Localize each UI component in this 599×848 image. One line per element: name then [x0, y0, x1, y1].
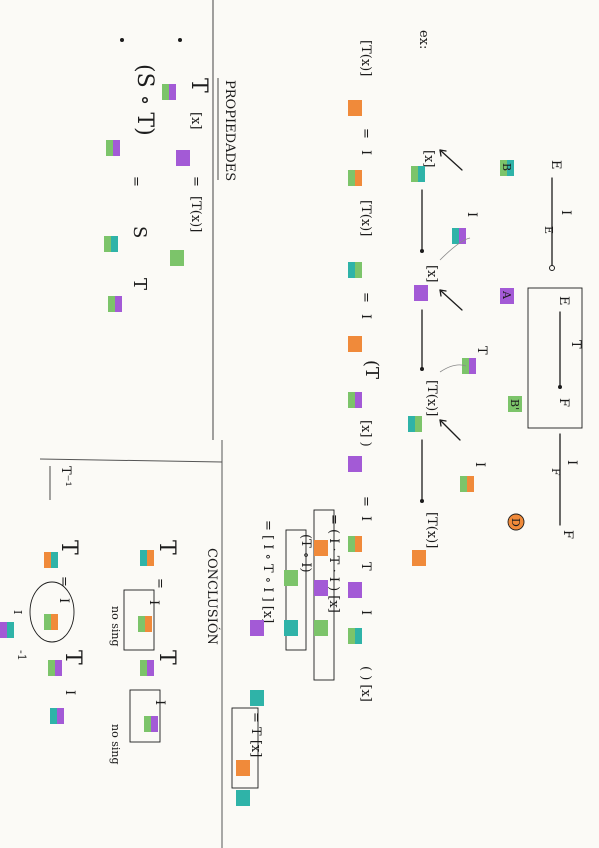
svg-text:I: I [146, 600, 161, 605]
svg-text:[x]: [x] [421, 150, 436, 167]
svg-text:=: = [358, 292, 373, 303]
tinv-title: T⁻¹ [58, 466, 73, 487]
svg-text:I: I [152, 700, 167, 705]
no-sing-note-2: no sing [109, 724, 122, 765]
svg-text:F: F [549, 468, 562, 476]
svg-text:( ) [x]: ( ) [x] [358, 666, 373, 702]
svg-text:[T(x)]: [T(x)] [424, 512, 439, 548]
svg-text:I: I [11, 610, 24, 614]
diagram-E: E [548, 160, 563, 170]
badge-green [508, 396, 522, 412]
ex-label: ex: [416, 30, 431, 49]
composition-box [285, 529, 307, 651]
badge-orange-circle [507, 513, 525, 531]
conclusion-box-2 [129, 689, 161, 743]
svg-text:I: I [56, 598, 71, 603]
svg-text:[x]: [x] [188, 112, 203, 129]
svg-text:=: = [56, 576, 71, 587]
svg-text:= ( I · T · I ) [x]: = ( I · T · I ) [x] [326, 514, 341, 613]
conclusion-box-1 [123, 589, 155, 651]
svg-text:I: I [358, 314, 373, 319]
svg-text:=: = [152, 578, 167, 589]
svg-text:= T [x]: = T [x] [248, 712, 263, 757]
no-sing-note-1: no sing [109, 606, 122, 647]
svg-text:I: I [464, 212, 479, 217]
svg-text:(T ∘ I): (T ∘ I) [298, 534, 313, 573]
svg-text:=: = [128, 176, 143, 187]
svg-text:B': B' [508, 399, 521, 410]
result-box [231, 707, 259, 789]
tinv-circle [29, 581, 75, 643]
svg-text:-1: -1 [15, 650, 28, 661]
svg-text:= [ I ∘ T ∘ I ] [x]: = [ I ∘ T ∘ I ] [x] [260, 520, 275, 623]
svg-text:E: E [542, 226, 555, 234]
svg-text:I: I [62, 690, 77, 695]
svg-text:T: T [60, 650, 85, 665]
boxed-map-T [527, 287, 583, 429]
svg-text:T: T [154, 650, 179, 665]
svg-text:I: I [564, 460, 579, 465]
svg-text:I: I [472, 462, 487, 467]
svg-text:S: S [129, 226, 150, 238]
badge-purple [500, 288, 514, 304]
svg-text:=: = [188, 176, 203, 187]
svg-text:I: I [358, 150, 373, 155]
svg-text:=: = [358, 128, 373, 139]
svg-text:T: T [568, 340, 583, 349]
svg-text:A: A [500, 290, 513, 300]
svg-text:F: F [556, 398, 571, 407]
svg-text:[x] ): [x] ) [358, 420, 373, 447]
svg-text:(S ∘ T): (S ∘ T) [132, 64, 157, 136]
svg-text:T: T [154, 540, 179, 555]
horizontal-rule [39, 458, 223, 463]
svg-text:(T: (T [361, 360, 382, 379]
svg-text:=: = [358, 496, 373, 507]
svg-text:T: T [129, 278, 150, 290]
svg-text:[T(x)]: [T(x)] [424, 380, 439, 416]
equation-lhs: [T(x)] [358, 40, 373, 76]
conclusion-title: CONCLUSIÓN [204, 548, 221, 645]
svg-text:I: I [358, 610, 373, 615]
svg-text:I: I [358, 516, 373, 521]
svg-text:E: E [556, 296, 571, 306]
svg-text:T: T [358, 562, 373, 571]
diagram-F: F [560, 530, 575, 539]
svg-text:[T(x)]: [T(x)] [188, 196, 203, 232]
svg-text:T: T [56, 540, 81, 555]
propiedades-title: PROPIEDADES [222, 80, 237, 181]
svg-text:T: T [186, 78, 211, 93]
svg-text:[x]: [x] [424, 265, 439, 282]
svg-text:T: T [474, 346, 489, 355]
svg-text:D: D [509, 518, 522, 527]
I-E-label: I [558, 210, 573, 215]
svg-text:B: B [500, 163, 513, 171]
svg-text:[T(x)]: [T(x)] [358, 200, 373, 236]
